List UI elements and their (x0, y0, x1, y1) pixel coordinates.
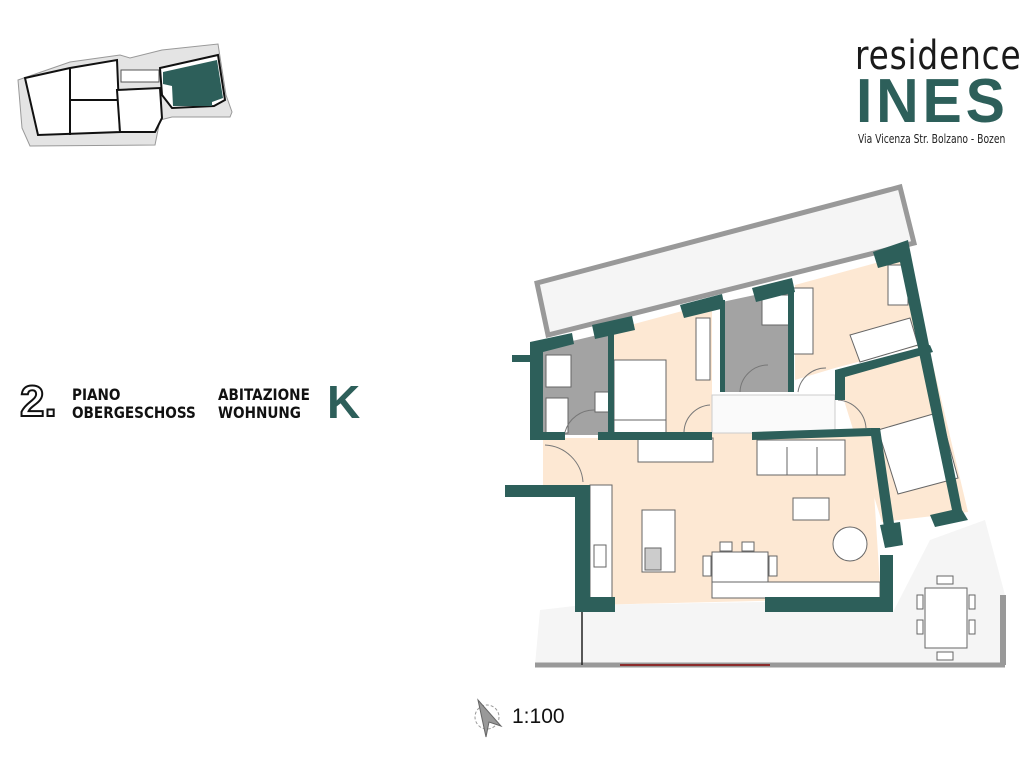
logo-residence: residence (855, 33, 1022, 79)
unit-label-it: ABITAZIONE (218, 385, 310, 404)
walls (505, 240, 968, 612)
unit-letter: K (327, 376, 361, 428)
doors (544, 364, 867, 483)
floor-label-it: PIANO (72, 385, 121, 404)
unit-label-de: WOHNUNG (218, 403, 301, 422)
furniture (545, 264, 976, 661)
scale-label: 1:100 (512, 705, 565, 728)
south-terrace (535, 520, 1005, 665)
north-arrow-icon (474, 698, 503, 738)
north-terrace (534, 183, 918, 339)
floor-label-de: OBERGESCHOSS (72, 403, 196, 422)
unit-highlight (163, 60, 223, 106)
logo-ines: INES (856, 67, 1009, 136)
logo-address: Via Vicenza Str. Bolzano - Bozen (858, 132, 1006, 146)
key-plan (17, 43, 233, 147)
hallway (711, 394, 836, 434)
floor-number: 2. (19, 377, 58, 426)
